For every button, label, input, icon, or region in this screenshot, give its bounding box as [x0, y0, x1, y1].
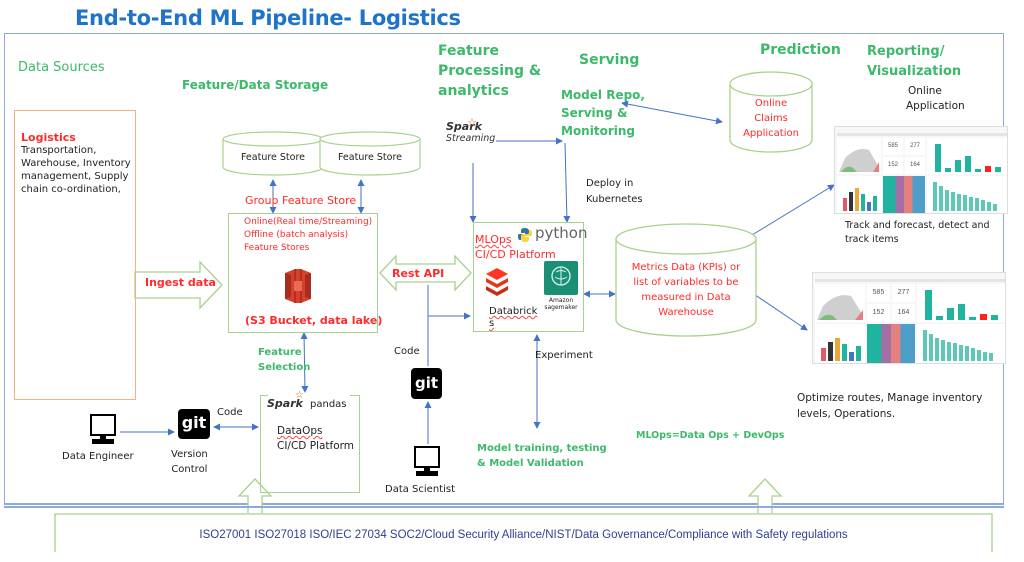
dashboard-1-kpi-4: 164: [905, 157, 925, 174]
data-scientist-computer-icon: [414, 446, 440, 476]
git-logo-data-scientist: git: [411, 368, 442, 399]
compliance-bracket: [54, 513, 993, 552]
compliance-text: ISO27001 ISO27018 ISO/IEC 27034 SOC2/Clo…: [199, 529, 848, 541]
section-prediction: Prediction: [760, 42, 841, 58]
mlops-platform-text: MLOps CI/CD Platform: [475, 233, 556, 261]
arrow-deploy: [563, 142, 571, 223]
deploy-kubernetes-label: Deploy in Kubernetes: [586, 178, 643, 205]
dashboard-1-kpi-1: 585: [883, 138, 903, 155]
compliance-up-arrow-right: [747, 478, 783, 513]
metrics-cylinder-text: Metrics Data (KPIs) or list of variables…: [631, 262, 741, 318]
section-reporting: Reporting/ Visualization: [867, 44, 962, 79]
claims-cylinder-text: Online Claims Application: [743, 98, 799, 139]
aws-s3-icon: [285, 269, 311, 303]
code-label-1: Code: [217, 407, 243, 418]
python-icon: [518, 228, 532, 242]
section-data-sources: Data Sources: [18, 60, 105, 75]
diagram-frame: [4, 33, 1004, 505]
feature-store-2-label: Feature Store: [337, 152, 403, 163]
rest-api-arrow-shape: [379, 254, 472, 292]
dashboard-2-kpi-2: 277: [892, 284, 915, 302]
feature-store-1-label: Feature Store: [240, 152, 306, 163]
python-logo-text: python: [535, 224, 588, 242]
model-repo-label: Model Repo, Serving & Monitoring: [561, 88, 645, 138]
online-application-label: Online Application: [906, 85, 965, 112]
mlops-platform-box[interactable]: [473, 222, 584, 332]
dashboard-2-kpi-4: 164: [892, 304, 915, 322]
spark-star-icon: ☆: [295, 390, 304, 401]
dashboard-1-kpi-2: 277: [905, 138, 925, 155]
feature-selection-label: Feature Selection: [258, 347, 311, 373]
version-control-label: Version Control: [171, 449, 208, 475]
logistics-text: Logistics Transportation, Warehouse, Inv…: [21, 131, 131, 195]
dashboard-thumbnail-2[interactable]: 585 277 152 164: [812, 272, 1006, 364]
metrics-data-warehouse-cylinder[interactable]: [615, 222, 757, 338]
dataops-box[interactable]: [260, 395, 360, 493]
compliance-up-arrow-left: [237, 478, 273, 513]
model-training-label: Model training, testing & Model Validati…: [477, 443, 607, 469]
storage-box[interactable]: [228, 213, 378, 333]
page-title: End-to-End ML Pipeline- Logistics: [75, 6, 461, 30]
dataops-text: DataOps CI/CD Platform: [277, 425, 355, 452]
ingest-arrow-shape: [134, 260, 223, 310]
data-engineer-computer-icon: [90, 414, 116, 444]
section-serving: Serving: [579, 52, 640, 68]
track-forecast-text: Track and forecast, detect and track ite…: [845, 220, 990, 245]
experiment-label: Experiment: [535, 350, 593, 361]
online-claims-cylinder[interactable]: [729, 70, 813, 154]
pandas-logo: pandas: [310, 399, 347, 410]
feature-store-cylinder-2[interactable]: [319, 131, 421, 177]
databricks-icon: [486, 268, 508, 296]
dashboard-2-kpi-1: 585: [867, 284, 890, 302]
dashboard-1-kpi-3: 152: [883, 157, 903, 174]
ingest-data-label: Ingest data: [145, 276, 216, 289]
logistics-heading: Logistics: [21, 131, 76, 144]
group-feature-store-label: Group Feature Store: [245, 194, 357, 207]
data-source-box: [14, 110, 136, 400]
arrow-restapi-mlops: [427, 285, 471, 320]
sagemaker-label: Amazon sagemaker: [544, 297, 578, 311]
rest-api-label: Rest API: [392, 267, 445, 280]
section-feature-storage: Feature/Data Storage: [182, 78, 329, 92]
optimize-routes-text: Optimize routes, Manage inventory levels…: [797, 392, 983, 420]
spark-logo: Spark: [267, 397, 303, 410]
code-label-2: Code: [394, 346, 420, 357]
s3-caption: (S3 Bucket, data lake): [245, 314, 383, 327]
dashboard-2-kpi-3: 152: [867, 304, 890, 322]
storage-box-text: Online(Real time/Streaming) Offline (bat…: [244, 217, 373, 253]
sagemaker-icon: [544, 261, 578, 295]
section-feature-processing: Feature Processing & analytics: [438, 43, 542, 99]
dashboard-thumbnail-1[interactable]: 585 277 152 164: [834, 126, 1008, 214]
mlops-formula: MLOps=Data Ops + DevOps: [636, 430, 785, 441]
data-engineer-label: Data Engineer: [62, 451, 134, 462]
databricks-label: Databrick s: [489, 306, 538, 329]
spark-streaming-logo: Spark Streaming: [446, 120, 496, 145]
data-scientist-label: Data Scientist: [385, 484, 455, 495]
git-logo-version-control: git: [178, 409, 210, 439]
arrow-storage-dataops: [300, 332, 309, 393]
spark-streaming-star-icon: ☆: [467, 117, 477, 129]
arrow-modelrepo-claims: [621, 100, 723, 125]
